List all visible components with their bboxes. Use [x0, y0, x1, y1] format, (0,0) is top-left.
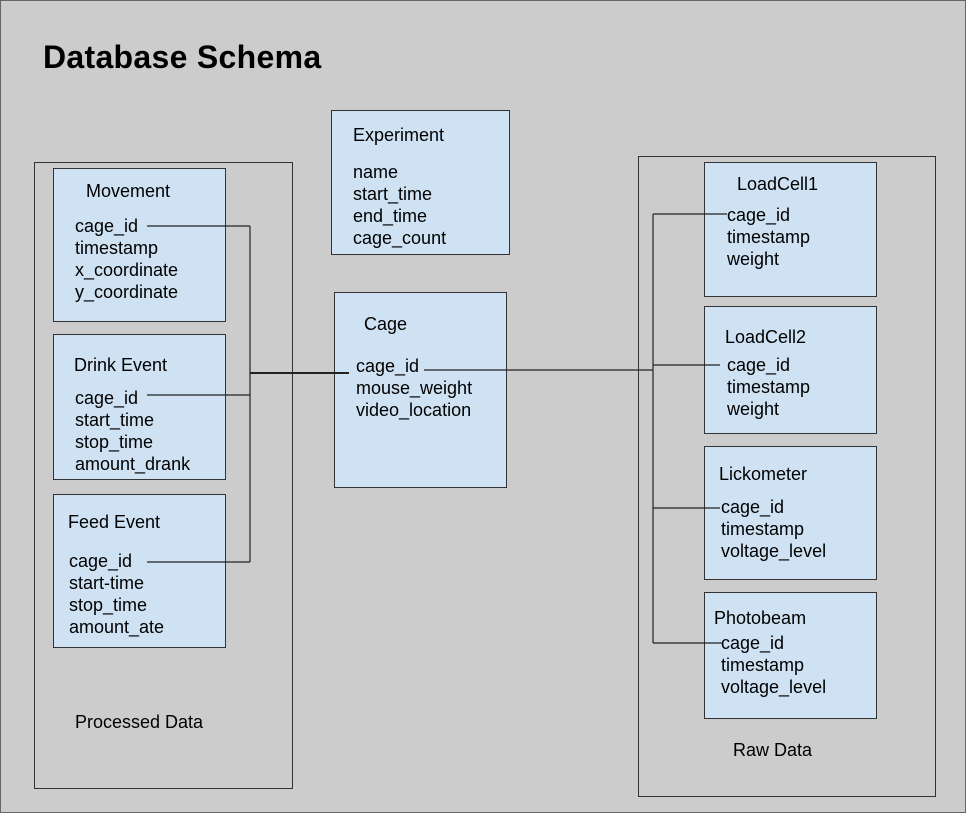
field: weight	[727, 399, 780, 419]
table-name: Drink Event	[74, 355, 168, 375]
field: video_location	[356, 400, 472, 420]
field: cage_count	[353, 228, 447, 248]
field: stop_time	[69, 595, 148, 615]
field: name	[353, 162, 399, 182]
field: cage_id	[75, 388, 139, 408]
field: start-time	[69, 573, 145, 593]
table-lickometer: Lickometer cage_id timestamp voltage_lev…	[704, 446, 877, 580]
table-name: LoadCell2	[725, 327, 807, 347]
table-feed-event: Feed Event cage_id start-time stop_time …	[53, 494, 226, 648]
field: start_time	[75, 410, 155, 430]
field: x_coordinate	[75, 260, 179, 280]
field: timestamp	[727, 227, 811, 247]
field: cage_id	[721, 497, 785, 517]
table-name: Experiment	[353, 125, 445, 145]
table-name: Photobeam	[714, 608, 807, 628]
field: timestamp	[721, 655, 805, 675]
processed-data-label: Processed Data	[75, 712, 204, 732]
field: amount_ate	[69, 617, 165, 637]
table-name: Cage	[364, 314, 408, 334]
field: cage_id	[727, 355, 791, 375]
raw-data-group	[638, 156, 936, 797]
table-name: Lickometer	[719, 464, 808, 484]
table-name: Movement	[86, 181, 171, 201]
table-drink-event: Drink Event cage_id start_time stop_time…	[53, 334, 226, 480]
field: cage_id	[69, 551, 133, 571]
field: cage_id	[75, 216, 139, 236]
field: amount_drank	[75, 454, 191, 474]
field: end_time	[353, 206, 428, 226]
table-name: LoadCell1	[737, 174, 819, 194]
field: voltage_level	[721, 677, 827, 697]
table-experiment: Experiment name start_time end_time cage…	[331, 110, 510, 255]
table-cage: Cage cage_id mouse_weight video_location	[334, 292, 507, 488]
processed-data-group	[34, 162, 293, 789]
field: mouse_weight	[356, 378, 473, 398]
field: timestamp	[721, 519, 805, 539]
table-loadcell1: LoadCell1 cage_id timestamp weight	[704, 162, 877, 297]
table-name: Feed Event	[68, 512, 161, 532]
field: timestamp	[727, 377, 811, 397]
field: cage_id	[721, 633, 785, 653]
field: voltage_level	[721, 541, 827, 561]
table-loadcell2: LoadCell2 cage_id timestamp weight	[704, 306, 877, 434]
table-movement: Movement cage_id timestamp x_coordinate …	[53, 168, 226, 322]
field: stop_time	[75, 432, 154, 452]
field: weight	[727, 249, 780, 269]
field: timestamp	[75, 238, 159, 258]
field: cage_id	[727, 205, 791, 225]
table-photobeam: Photobeam cage_id timestamp voltage_leve…	[704, 592, 877, 719]
diagram-title: Database Schema	[43, 39, 322, 75]
field: cage_id	[356, 356, 420, 376]
raw-data-label: Raw Data	[733, 740, 813, 760]
field: start_time	[353, 184, 433, 204]
field: y_coordinate	[75, 282, 179, 302]
